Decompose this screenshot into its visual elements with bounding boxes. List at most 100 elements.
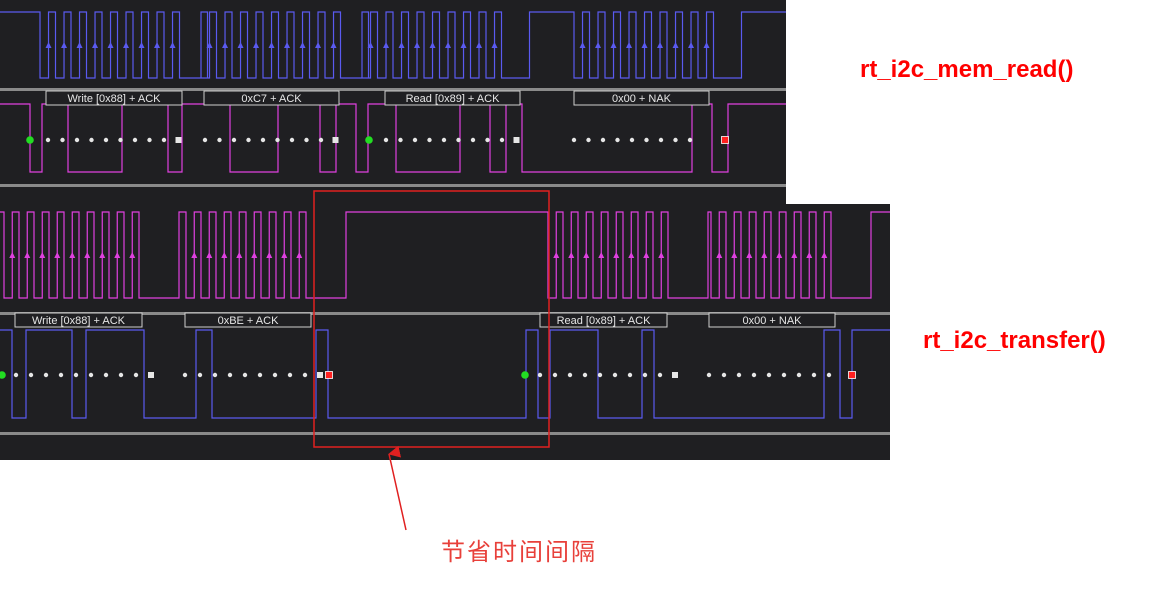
waveform-mem-read: Write [0x88] + ACK 0xC7 + ACK Read [0x89] … [0,11,786,187]
bit-dot [826,372,832,378]
clock-edge-arrow [296,252,303,258]
annotation-arrow [388,445,407,531]
clock-edge-arrow [222,42,229,48]
clock-edge-arrow [123,42,130,48]
clock-edge-arrow [268,42,275,48]
clock-edge-arrow [643,252,650,258]
bit-dot [781,372,787,378]
clock-edge-arrow [107,42,114,48]
ack-marker [332,137,339,143]
bit-dot [597,372,603,378]
bit-dot [161,137,167,143]
packet-label-text: 0x00 + NAK [742,315,802,327]
packet-label: Write [0x88] + ACK [14,312,143,328]
clock-edge-arrow [45,42,52,48]
clock-edge-arrow [761,252,768,258]
bit-dot [658,137,664,143]
clock-edge-arrow [553,252,560,258]
bit-dot [687,137,693,143]
clock-edge-arrow [39,252,46,258]
clock-edge-arrow [658,252,665,258]
packet-label: 0x00 + NAK [708,312,836,328]
clock-edge-arrow [9,252,16,258]
packet-label-box [708,312,836,328]
start-condition-marker [26,136,34,144]
packet-label-box [184,312,312,328]
start-condition-marker [365,136,373,144]
bit-dot [103,372,109,378]
bit-dot [706,372,712,378]
clock-edge-arrow [383,42,390,48]
clock-edge-arrow [598,252,605,258]
bit-dot [586,137,591,143]
clock-edge-arrow [806,252,813,258]
bit-dot [721,372,727,378]
bit-dot [231,137,237,143]
clock-edge-arrow [206,42,213,48]
clock-edge-arrow [641,42,648,48]
clock-edge-arrow [595,42,602,48]
bit-dot [499,137,505,143]
bit-dot [242,372,248,378]
bit-dot [537,372,543,378]
clock-edge-arrow [746,252,753,258]
start-condition-marker [521,371,529,379]
bit-dot [118,372,124,378]
packet-label-box [384,90,521,106]
bit-dot [197,372,203,378]
clock-edge-arrow [583,252,590,258]
sda-trace [0,329,890,419]
packet-label: Read [0x89] + ACK [384,90,521,106]
bit-dot [202,137,208,143]
clock-edge-arrow [613,252,620,258]
packet-label-text: 0x00 + NAK [612,93,672,105]
bit-dot [615,137,620,143]
scl-trace [0,11,786,79]
clock-edge-arrow [776,252,783,258]
clock-edge-arrow [414,42,421,48]
packet-label: Write [0x88] + ACK [45,90,183,106]
bit-dot [766,372,772,378]
bit-dot [45,137,51,143]
bit-dot [74,137,80,143]
clock-edge-arrow [657,42,664,48]
ack-marker [513,137,520,143]
clock-edge-arrow [299,42,306,48]
clock-edge-arrow [568,252,575,258]
packet-label-text: 0xBE + ACK [218,315,280,327]
packet-label-box [573,90,710,106]
bit-dot [275,137,280,143]
bit-dot [567,372,573,378]
bit-dot [88,372,94,378]
clock-edge-arrow [579,42,586,48]
clock-edge-arrow [821,252,828,258]
clock-edge-arrow [460,42,467,48]
transfer-title: rt_i2c_transfer() [923,327,1106,354]
packet-label: 0xC7 + ACK [203,90,340,106]
bit-dot [600,137,606,143]
stop-condition-marker [325,371,333,379]
bit-dot [485,137,490,143]
bit-dot [582,372,588,378]
clock-edge-arrow [281,252,288,258]
clock-edge-arrow [716,252,723,258]
bit-dot [644,137,649,143]
bit-dot [73,372,79,378]
bit-dot [257,372,263,378]
bit-dot [736,372,742,378]
clock-edge-arrow [429,42,436,48]
clock-edge-arrow [253,42,260,48]
bit-dot [552,372,558,378]
bit-dot [28,372,34,378]
packet-label-box [14,312,143,328]
bit-dot [132,137,138,143]
bit-dot [287,372,293,378]
packet-label-text: 0xC7 + ACK [241,93,302,105]
clock-edge-arrow [703,42,710,48]
clock-edge-arrow [84,252,91,258]
clock-edge-arrow [114,252,121,258]
clock-edge-arrow [206,252,213,258]
bit-dot [302,372,308,378]
